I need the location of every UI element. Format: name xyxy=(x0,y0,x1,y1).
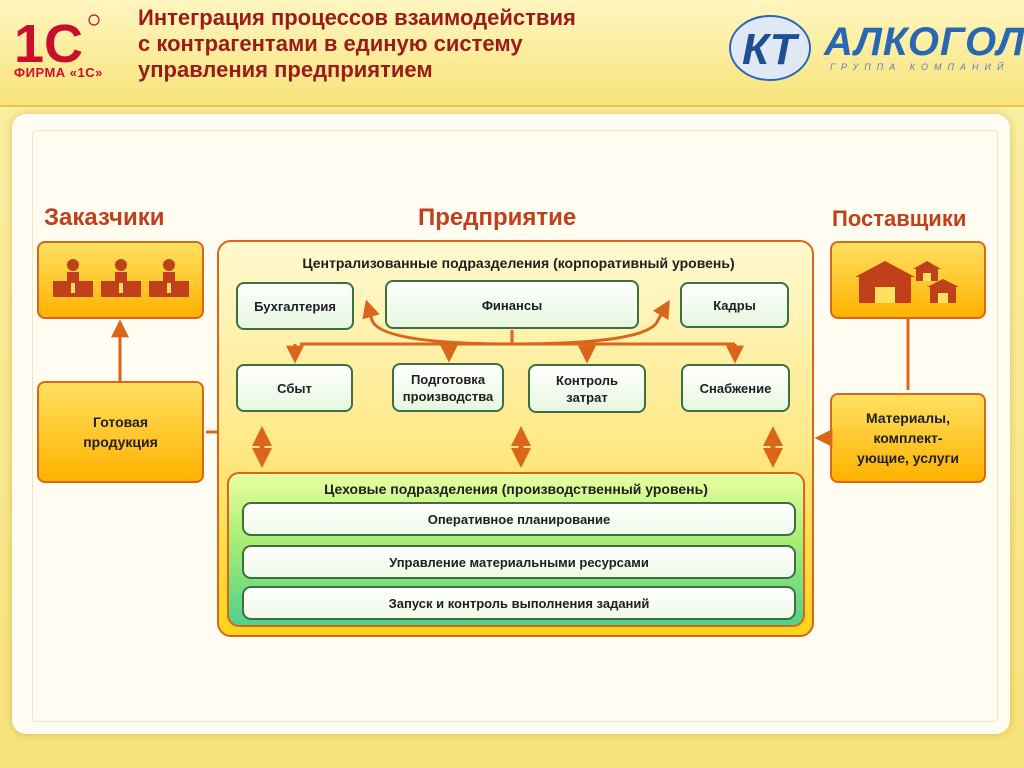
ready-product-box: Готовая продукция xyxy=(37,381,204,483)
dept-cost-control: Контроль затрат xyxy=(528,364,646,413)
diagram-frame xyxy=(32,130,998,722)
dept-procurement: Снабжение xyxy=(681,364,790,412)
title-line: с контрагентами в единую систему xyxy=(138,31,523,56)
dept-production-prep: Подготовка производства xyxy=(392,363,504,412)
workshop-level-title: Цеховые подразделения (производственный … xyxy=(324,481,708,497)
header: 1С ФИРМА «1С» Интеграция процессов взаим… xyxy=(0,0,1024,107)
operational-planning: Оперативное планирование xyxy=(242,502,796,536)
suppliers-heading: Поставщики xyxy=(832,206,967,231)
title-line: управления предприятием xyxy=(138,57,433,82)
title-line: Интеграция процессов взаимодействия xyxy=(138,5,576,30)
suppliers-box xyxy=(830,241,986,319)
materials-box: Материалы, комплект-ующие, услуги xyxy=(830,393,986,483)
material-resources-management: Управление материальными ресурсами xyxy=(242,545,796,579)
people-at-desks-icon xyxy=(52,259,189,297)
logo-1c-caption: ФИРМА «1С» xyxy=(14,65,103,80)
task-launch-control: Запуск и контроль выполнения заданий xyxy=(242,586,796,620)
warehouses-icon xyxy=(855,261,959,303)
corporate-level-title: Централизованные подразделения (корпорат… xyxy=(302,255,735,271)
customers-box xyxy=(37,241,204,319)
ready-product-label: Готовая продукция xyxy=(83,414,158,450)
dept-finance: Финансы xyxy=(385,280,639,329)
dept-hr: Кадры xyxy=(680,282,789,328)
arrow-to-accounting xyxy=(362,299,513,346)
dept-accounting: Бухгалтерия xyxy=(236,282,354,330)
logo-kt-sub: ГРУППА КОМПАНИЙ xyxy=(830,62,1010,72)
enterprise-heading: Предприятие xyxy=(418,204,577,231)
materials-label: Материалы, комплект-ующие, услуги xyxy=(857,410,959,466)
arrow-to-hr xyxy=(511,299,670,346)
logo-1c: 1С xyxy=(14,14,100,74)
page-title: Интеграция процессов взаимодействия с ко… xyxy=(138,5,718,83)
dept-sales: Сбыт xyxy=(236,364,353,412)
logo-kt: КТ xyxy=(729,15,811,81)
logo-1c-text: 1С xyxy=(14,14,83,74)
logo-kt-mark: КТ xyxy=(742,25,800,74)
logo-kt-name: АЛКОГОЛЬ xyxy=(824,20,1024,64)
customers-heading: Заказчики xyxy=(44,204,165,231)
